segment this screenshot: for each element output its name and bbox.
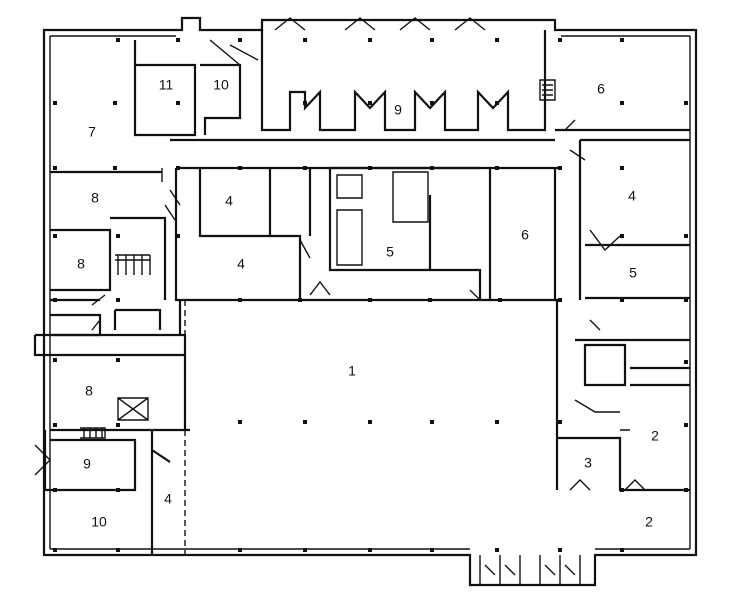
column-1 xyxy=(53,101,57,105)
column-51 xyxy=(495,166,499,170)
column-39 xyxy=(53,488,57,492)
column-12 xyxy=(558,298,562,302)
column-19 xyxy=(620,298,624,302)
column-23 xyxy=(620,488,624,492)
room-label-r7: 7 xyxy=(88,124,96,140)
column-47 xyxy=(53,234,57,238)
column-2 xyxy=(176,101,180,105)
column-66 xyxy=(430,101,434,105)
column-34 xyxy=(495,548,499,552)
column-35 xyxy=(558,548,562,552)
room-label-r4d: 4 xyxy=(164,491,172,507)
room-label-r3: 3 xyxy=(584,455,592,471)
column-27 xyxy=(430,420,434,424)
room-label-r1: 1 xyxy=(348,363,356,379)
room-label-r2b: 2 xyxy=(645,514,653,530)
column-10 xyxy=(428,298,432,302)
room-label-r11: 11 xyxy=(159,77,174,93)
room-label-r8c: 8 xyxy=(85,383,93,399)
column-6 xyxy=(176,234,180,238)
column-31 xyxy=(303,548,307,552)
column-42 xyxy=(116,423,120,427)
column-55 xyxy=(303,38,307,42)
column-22 xyxy=(684,488,688,492)
column-24 xyxy=(238,420,242,424)
room-label-r8a: 8 xyxy=(91,190,99,206)
room-label-r9b: 9 xyxy=(83,456,91,472)
column-48 xyxy=(116,234,120,238)
column-37 xyxy=(116,548,120,552)
column-61 xyxy=(116,38,120,42)
column-11 xyxy=(498,298,502,302)
column-32 xyxy=(368,548,372,552)
column-20 xyxy=(684,360,688,364)
column-60 xyxy=(176,38,180,42)
column-30 xyxy=(238,548,242,552)
column-33 xyxy=(430,548,434,552)
column-67 xyxy=(495,101,499,105)
room-label-r10b: 10 xyxy=(213,77,229,93)
column-36 xyxy=(620,548,624,552)
column-25 xyxy=(303,420,307,424)
room-label-r6a: 6 xyxy=(597,81,605,97)
column-0 xyxy=(113,101,117,105)
column-5 xyxy=(176,166,180,170)
column-56 xyxy=(368,38,372,42)
column-63 xyxy=(620,38,624,42)
column-17 xyxy=(620,234,624,238)
column-54 xyxy=(238,166,242,170)
room-labels: 1 2 2 3 4 4 4 4 5 5 6 6 7 8 8 8 9 9 10 10 11 xyxy=(77,77,659,530)
room-label-r5a: 5 xyxy=(386,244,394,260)
column-26 xyxy=(368,420,372,424)
column-16 xyxy=(684,234,688,238)
room-label-r6b: 6 xyxy=(521,227,529,243)
column-41 xyxy=(53,423,57,427)
column-21 xyxy=(684,423,688,427)
column-50 xyxy=(430,166,434,170)
column-45 xyxy=(53,298,57,302)
column-58 xyxy=(495,38,499,42)
column-57 xyxy=(430,38,434,42)
column-15 xyxy=(620,166,624,170)
column-9 xyxy=(368,298,372,302)
room-label-r4c: 4 xyxy=(628,188,636,204)
column-62 xyxy=(558,38,562,42)
room-label-r5b: 5 xyxy=(629,265,637,281)
column-65 xyxy=(368,101,372,105)
column-14 xyxy=(684,101,688,105)
column-46 xyxy=(116,298,120,302)
walls xyxy=(33,16,698,587)
room-label-r4a: 4 xyxy=(225,193,233,209)
column-64 xyxy=(303,101,307,105)
column-52 xyxy=(558,166,562,170)
structural-columns xyxy=(53,38,688,552)
column-49 xyxy=(368,166,372,170)
column-43 xyxy=(53,358,57,362)
column-38 xyxy=(53,548,57,552)
room-label-r9a: 9 xyxy=(394,102,402,118)
column-4 xyxy=(53,166,57,170)
column-40 xyxy=(116,488,120,492)
column-13 xyxy=(620,101,624,105)
room-label-r8b: 8 xyxy=(77,256,85,272)
column-18 xyxy=(684,298,688,302)
column-59 xyxy=(238,38,242,42)
column-8 xyxy=(298,298,302,302)
room-label-r4b: 4 xyxy=(237,256,245,272)
room-label-r10a: 10 xyxy=(91,514,107,530)
column-7 xyxy=(238,298,242,302)
column-28 xyxy=(495,420,499,424)
column-53 xyxy=(303,166,307,170)
column-44 xyxy=(116,358,120,362)
room-label-r2a: 2 xyxy=(651,428,659,444)
column-29 xyxy=(558,420,562,424)
column-3 xyxy=(113,166,117,170)
